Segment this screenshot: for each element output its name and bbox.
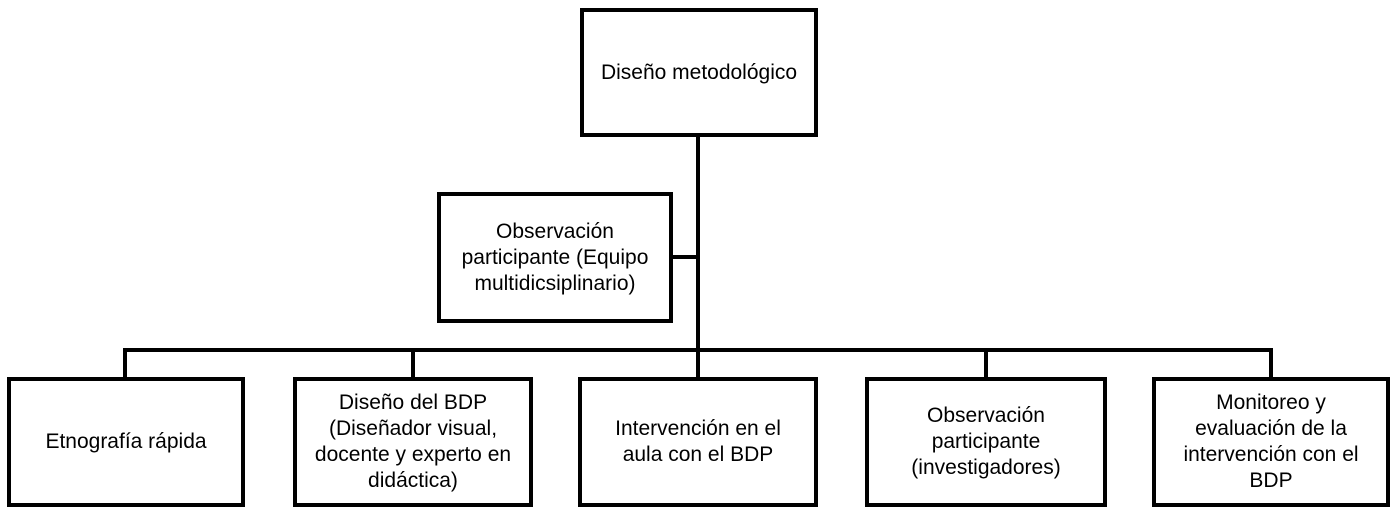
connector-stub-monitoreo xyxy=(1269,348,1273,377)
node-observacion-participante-equipo-label: Observación participante (Equipo multidi… xyxy=(461,219,649,295)
connector-stub-observacion xyxy=(984,348,988,377)
node-etnografia-rapida-label: Etnografía rápida xyxy=(45,430,207,453)
node-intervencion-aula-label: Intervención en el aula con el BDP xyxy=(615,417,781,466)
node-observacion-participante-equipo: Observación participante (Equipo multidi… xyxy=(437,192,673,323)
connector-mid-box-stub xyxy=(671,255,698,259)
connector-stub-etnografia xyxy=(123,348,127,377)
connector-trunk-vertical xyxy=(696,137,700,377)
node-observacion-investigadores: Observación participante (investigadores… xyxy=(865,377,1107,507)
node-monitoreo-evaluacion: Monitoreo y evaluación de la intervenció… xyxy=(1152,377,1390,507)
node-etnografia-rapida: Etnografía rápida xyxy=(7,377,245,507)
connector-horizontal-bus xyxy=(123,348,1273,352)
node-observacion-investigadores-label: Observación participante (investigadores… xyxy=(911,404,1061,479)
node-intervencion-aula: Intervención en el aula con el BDP xyxy=(578,377,818,507)
node-diseno-del-bdp-label: Diseño del BDP (Diseñador visual, docent… xyxy=(314,391,512,492)
node-diseno-del-bdp: Diseño del BDP (Diseñador visual, docent… xyxy=(293,377,533,507)
node-diseno-metodologico-label: Diseño metodológico xyxy=(600,60,798,84)
node-monitoreo-evaluacion-label: Monitoreo y evaluación de la intervenció… xyxy=(1183,391,1359,492)
connector-stub-diseno-bdp xyxy=(411,348,415,377)
node-diseno-metodologico: Diseño metodológico xyxy=(580,8,818,137)
